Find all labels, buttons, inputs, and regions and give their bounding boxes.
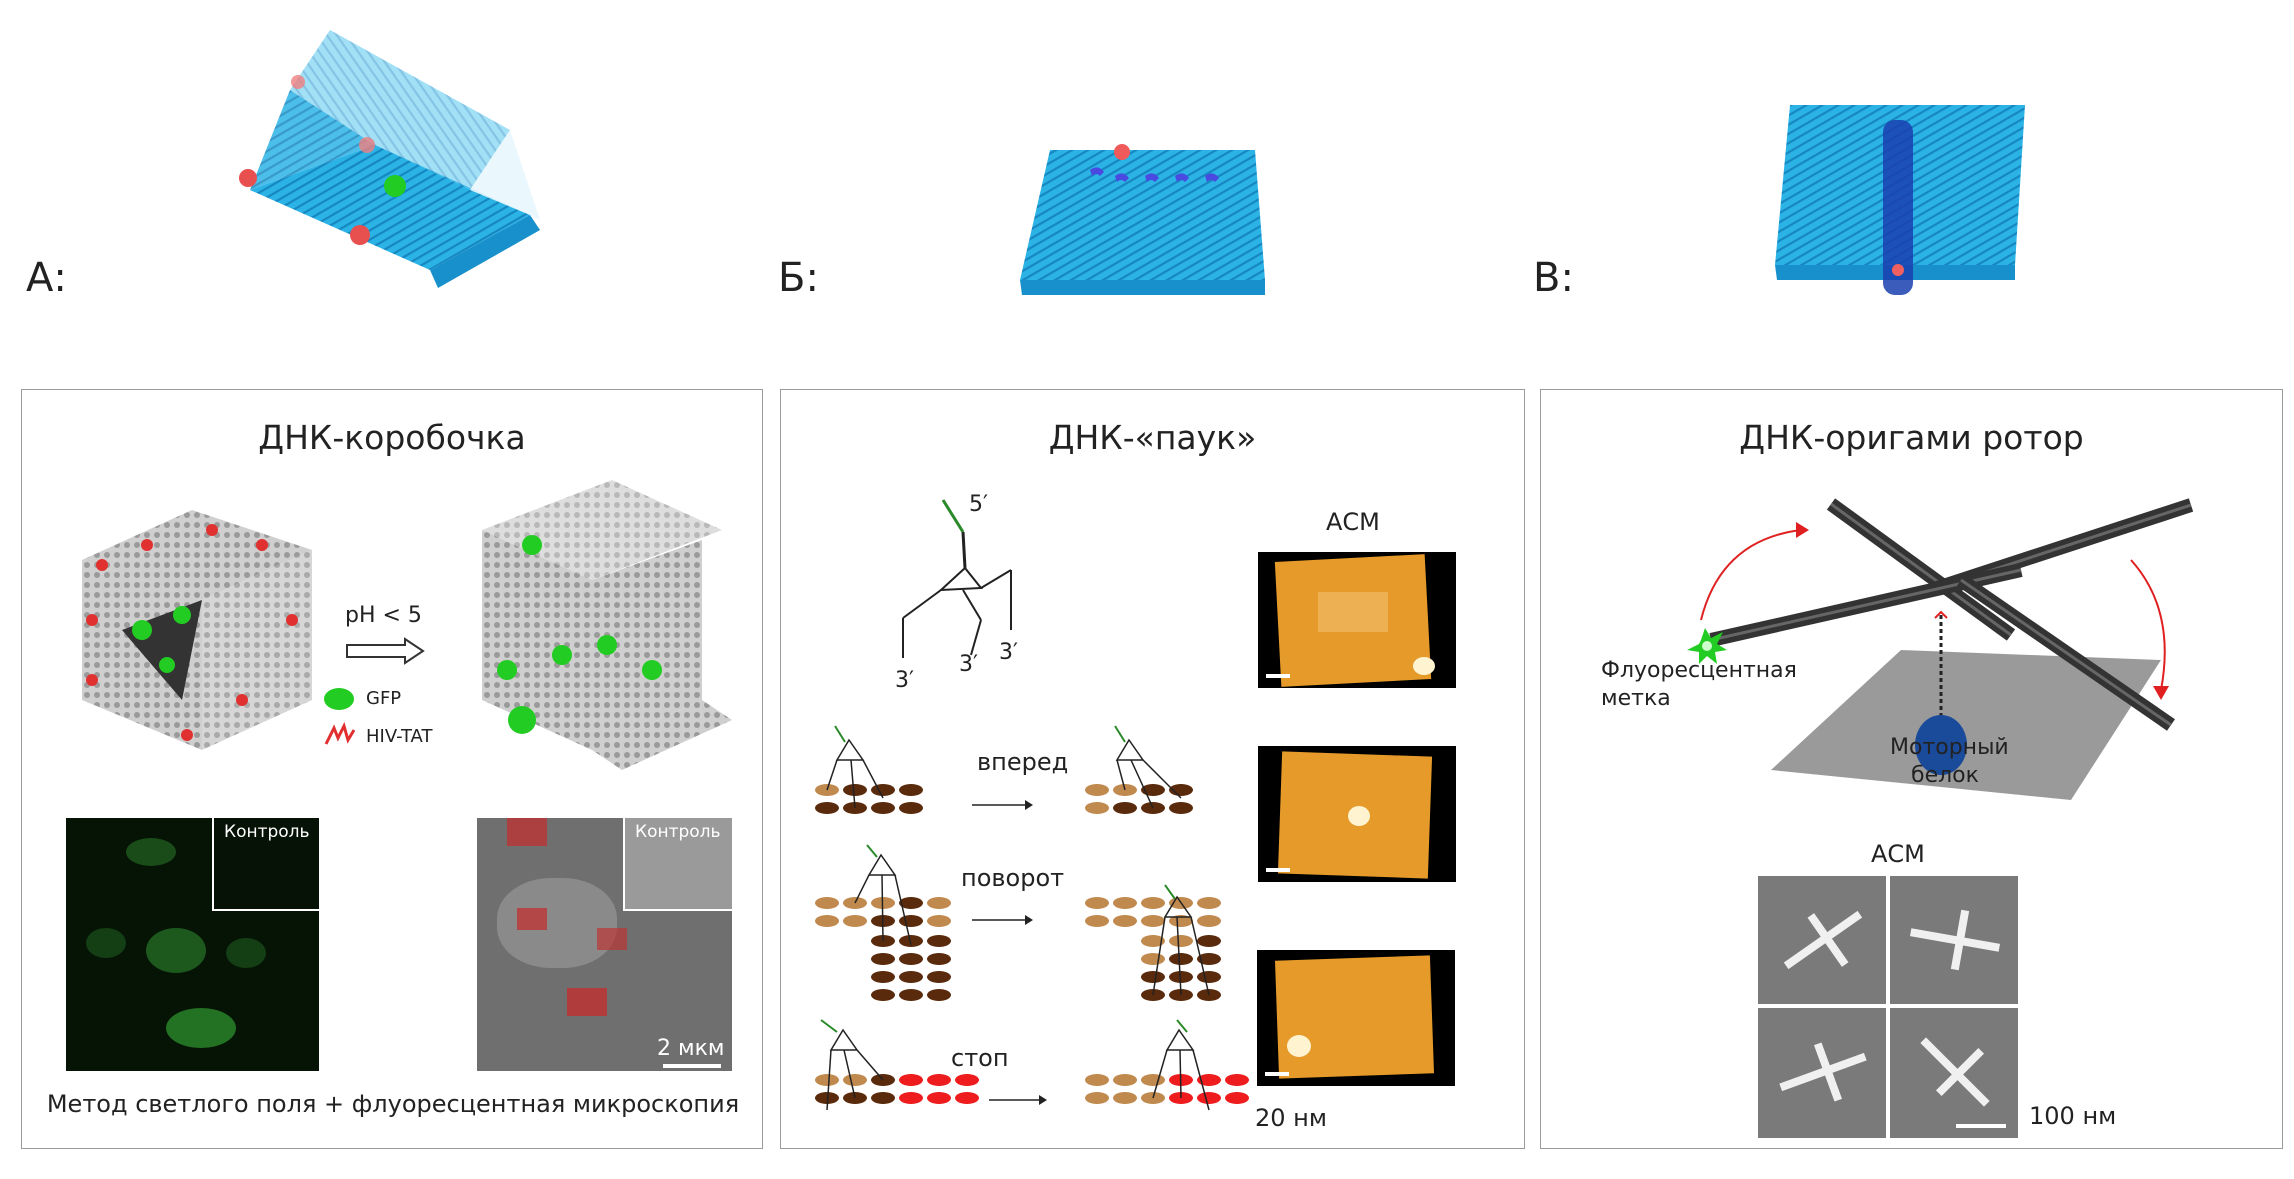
step-turn-label: поворот: [961, 864, 1065, 892]
box-panel-caption: Метод светлого поля + флуоресцентная мик…: [46, 1090, 740, 1118]
gfp-legend-label: GFP: [366, 688, 402, 709]
rotor-afm-tile-3: [1758, 1008, 1886, 1138]
rotor-afm-tile-1: [1758, 876, 1886, 1004]
control-inset-label-1: Контроль: [224, 822, 310, 842]
spider-afm-label: АСМ: [1326, 508, 1380, 536]
control-inset-2: Контроль: [623, 818, 732, 911]
label-3prime-left: 3′: [895, 668, 914, 693]
motor-label-line2: белок: [1911, 763, 1979, 788]
label-5prime: 5′: [969, 492, 988, 517]
fluorescence-micrograph: Контроль: [66, 818, 319, 1071]
closed-dna-box: [82, 510, 312, 750]
control-inset-label-2: Контроль: [635, 822, 721, 842]
spider-afm-image-1: [1258, 552, 1456, 688]
dna-spider-panel: ДНК-«паук» 5′ 3′ 3′ 3′ вп: [780, 389, 1525, 1149]
rotor-afm-tile-4: [1890, 1008, 2018, 1138]
step-stop-diagram: [815, 1019, 1249, 1111]
rotor-scale-bar: [1956, 1124, 2006, 1128]
spider-afm-image-2: [1258, 746, 1456, 882]
rotor-afm-label: АСМ: [1871, 840, 1925, 868]
box-scale-bar: [663, 1064, 721, 1068]
brightfield-micrograph: Контроль 2 мкм: [477, 818, 732, 1071]
opened-dna-box: [482, 480, 732, 770]
spider-scale-label: 20 нм: [1255, 1104, 1327, 1132]
step-forward-label: вперед: [977, 748, 1069, 776]
spider-structure: [902, 499, 1012, 658]
label-a: А:: [26, 255, 67, 301]
dna-box-panel: ДНК-коробочка pH < 5 GFP: [21, 389, 763, 1149]
ph-arrow: [346, 637, 425, 665]
hiv-legend-icon: [324, 721, 356, 745]
dna-box-illustration: [239, 30, 540, 288]
rotor-panel-title: ДНК-оригами ротор: [1739, 418, 2084, 457]
rotor-illustration: [1687, 498, 2194, 800]
dna-rotor-panel: ДНК-оригами ротор Флуоресцентная метка М…: [1540, 389, 2283, 1149]
rotor-afm-tile-2: [1890, 876, 2018, 1004]
motor-label-line1: Моторный: [1890, 735, 2009, 760]
box-scale-label: 2 мкм: [657, 1036, 725, 1061]
dna-tile-spider-illustration: [1020, 144, 1265, 295]
hiv-legend-label: HIV-TAT: [366, 726, 433, 747]
label-3prime-right: 3′: [999, 640, 1018, 665]
fluor-label-line1: Флуоресцентная: [1601, 658, 1797, 683]
step-stop-label: стоп: [951, 1044, 1009, 1072]
box-panel-title: ДНК-коробочка: [258, 418, 526, 457]
label-3prime-middle: 3′: [959, 652, 978, 677]
spider-afm-image-3: [1257, 950, 1455, 1086]
rotor-afm-grid: [1758, 876, 2018, 1138]
rotor-scale-label: 100 нм: [2029, 1102, 2117, 1130]
spider-panel-title: ДНК-«паук»: [1048, 418, 1257, 457]
step-forward-diagram: [815, 725, 1193, 814]
label-b: Б:: [778, 255, 819, 301]
gfp-legend-icon: [324, 688, 354, 710]
ph-label: pH < 5: [345, 603, 422, 628]
dna-tile-rotor-illustration: [1775, 105, 2025, 295]
step-turn-diagram: [815, 844, 1221, 1001]
fluor-label-line2: метка: [1601, 686, 1671, 711]
label-c: В:: [1533, 255, 1574, 301]
control-inset-1: Контроль: [212, 818, 319, 911]
